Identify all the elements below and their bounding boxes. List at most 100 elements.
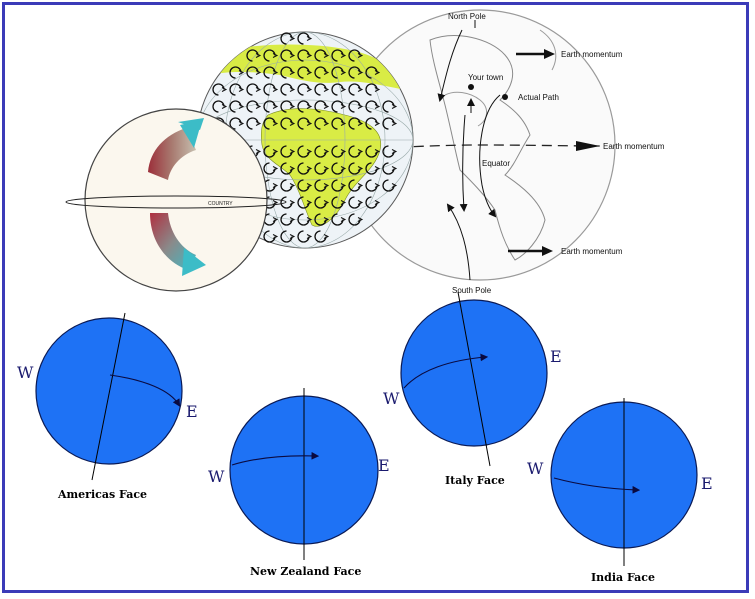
equator-arrowhead: [576, 141, 600, 151]
swirl-arrowhead: [306, 70, 313, 75]
west-label: W: [527, 459, 544, 478]
swirl-arrow: [280, 179, 293, 192]
swirl-arrow: [280, 213, 293, 226]
swirl-arrow: [331, 66, 344, 79]
swirl-arrow: [348, 196, 361, 209]
swirl-arrow: [229, 100, 242, 113]
inset-equator-ring: [65, 195, 287, 209]
swirl-arrowhead: [255, 87, 262, 92]
swirl-arrow: [263, 100, 276, 113]
swirl-arrow: [365, 117, 378, 130]
swirl-arrowhead: [272, 166, 279, 171]
swirl-arrowhead: [255, 70, 262, 75]
swirl-arrow: [314, 230, 327, 243]
swirl-arrowhead: [357, 166, 364, 171]
swirl-arrow: [297, 83, 310, 96]
east-label: E: [701, 474, 713, 493]
west-label: W: [208, 467, 225, 486]
swirl-arrowhead: [391, 149, 398, 154]
swirl-arrow: [331, 179, 344, 192]
swirl-arrowhead: [255, 149, 262, 154]
new-zealand-face: W E New Zealand Face: [208, 388, 390, 578]
swirl-arrow: [365, 196, 378, 209]
swirl-arrow: [365, 83, 378, 96]
swirl-arrowhead: [238, 70, 245, 75]
swirl-arrowhead: [391, 183, 398, 188]
swirl-arrow: [382, 145, 395, 158]
swirl-arrowhead: [289, 183, 296, 188]
west-label: W: [17, 363, 34, 382]
swirl-arrow: [297, 49, 310, 62]
arrow-top-head: [178, 118, 204, 130]
swirl-arrowhead: [306, 53, 313, 58]
swirl-arrow: [246, 49, 259, 62]
swirl-arrow: [348, 213, 361, 226]
east-label: E: [378, 456, 390, 475]
swirl-arrowhead: [323, 200, 330, 205]
americas-face: W E Americas Face: [17, 312, 198, 501]
face-caption: Italy Face: [445, 474, 505, 487]
arrow-bottom-head: [182, 248, 206, 276]
swirl-arrowhead: [340, 70, 347, 75]
swirl-arrowhead: [340, 183, 347, 188]
actual-path-curve: [479, 94, 501, 218]
swirl-arrow: [314, 179, 327, 192]
swirl-arrow: [280, 230, 293, 243]
swirl-arrowhead: [221, 87, 228, 92]
swirl-arrow: [246, 83, 259, 96]
swirl-arrowhead: [357, 149, 364, 154]
swirl-arrowhead: [255, 104, 262, 109]
swirl-arrow: [314, 117, 327, 130]
face-disc: [400, 299, 548, 447]
swirl-arrowhead: [289, 234, 296, 239]
face-axis: [457, 291, 491, 467]
swirl-arrowhead: [323, 183, 330, 188]
swirl-arrow: [280, 49, 293, 62]
swirl-arrow: [297, 32, 310, 45]
swirl-arrowhead: [357, 183, 364, 188]
swirl-arrowhead: [272, 87, 279, 92]
swirl-arrowhead: [357, 217, 364, 222]
swirl-arrowhead: [340, 53, 347, 58]
swirl-arrowhead: [357, 200, 364, 205]
swirl-arrowhead: [357, 53, 364, 58]
swirl-arrowhead: [272, 200, 279, 205]
face-caption: India Face: [591, 571, 655, 584]
swirl-arrowhead: [306, 121, 313, 126]
swirl-arrowhead: [272, 149, 279, 154]
swirl-arrowhead: [323, 104, 330, 109]
swirl-arrowhead: [238, 104, 245, 109]
swirl-arrow: [314, 213, 327, 226]
swirl-arrowhead: [306, 166, 313, 171]
swirl-arrow: [348, 162, 361, 175]
swirl-arrowhead: [374, 70, 381, 75]
swirl-arrowhead: [323, 149, 330, 154]
swirl-arrowhead: [306, 183, 313, 188]
band-top: [148, 128, 196, 180]
swirl-arrowhead: [306, 87, 313, 92]
americas-globe: North Pole South Pole Earth momentum Equ…: [254, 9, 665, 295]
swirl-arrowhead: [357, 121, 364, 126]
swirl-arrowhead: [238, 87, 245, 92]
swirl-arrow: [382, 179, 395, 192]
swirl-arrowhead: [289, 149, 296, 154]
inset-equator-tag: COUNTRY: [208, 201, 233, 207]
swirl-arrow: [365, 179, 378, 192]
swirl-arrowhead: [289, 70, 296, 75]
swirl-arrow: [280, 66, 293, 79]
swirl-arrow: [263, 83, 276, 96]
swirl-arrow: [229, 83, 242, 96]
swirl-arrowhead: [289, 36, 296, 41]
swirl-arrow: [280, 117, 293, 130]
swirl-arrow: [212, 100, 225, 113]
swirl-arrow: [280, 196, 293, 209]
swirl-arrowhead: [272, 183, 279, 188]
swirl-arrowhead: [374, 183, 381, 188]
swirl-arrowhead: [374, 166, 381, 171]
swirl-arrow: [382, 100, 395, 113]
swirl-arrow: [212, 83, 225, 96]
swirl-arrow: [297, 66, 310, 79]
swirl-arrow: [263, 145, 276, 158]
swirl-arrowhead: [374, 121, 381, 126]
